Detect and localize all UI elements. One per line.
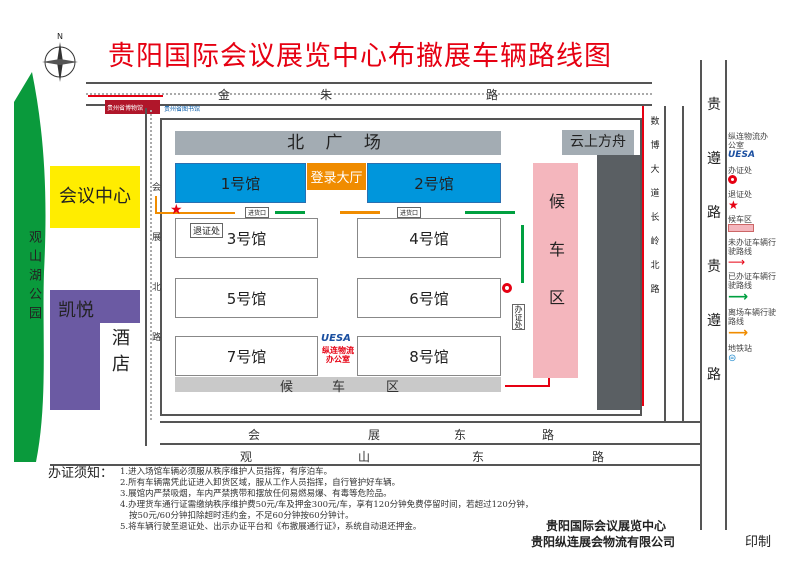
red-route-east [642, 106, 644, 406]
notes-heading: 办证须知： [48, 466, 114, 481]
cert-office-label: 办证处 [512, 304, 525, 330]
road-huizhan-north-label: 会 [152, 183, 162, 193]
road-edge [664, 106, 666, 426]
hall-8: 8号馆 [357, 336, 501, 376]
footer-org1: 贵阳国际会议展览中心 [546, 519, 667, 533]
hall-6: 6号馆 [357, 278, 501, 318]
green-route [521, 225, 524, 283]
red-ring-icon [728, 175, 737, 184]
map-title: 贵阳国际会议展览中心布撤展车辆路线图 [108, 41, 612, 72]
north-square: 北 广 场 [175, 131, 501, 155]
hall-1: 1号馆 [175, 163, 306, 203]
red-route [505, 385, 550, 387]
lake-shape [14, 72, 46, 462]
hall-4: 4号馆 [357, 218, 501, 258]
waiting-area-right: 候车区 [533, 163, 578, 378]
orange-route [155, 196, 157, 213]
registration-hall: 登录大厅 [307, 163, 366, 190]
cargo-entry-2: 进货口 [397, 207, 422, 218]
notes-list: 1.进入场馆车辆必须服从秩序维护人员指挥，有序泊车。2.所有车辆需凭此证进入卸货… [120, 467, 534, 532]
road-edge [700, 60, 702, 530]
road-edge [725, 60, 727, 530]
yunshang-ark: 云上方舟 [562, 130, 634, 155]
road-huizhan-east [160, 421, 700, 445]
orange-route [155, 212, 235, 214]
return-office-label: 退证处 [190, 223, 224, 238]
hyatt-hotel: 凯悦 酒 店 [50, 290, 140, 410]
road-guizun: 贵遵路贵遵路 [707, 97, 721, 383]
uesa-office: 纵连物流办公室 [322, 346, 354, 364]
road-east-inner: 数博大道长岭北路 [650, 117, 660, 295]
road-guanshan-east [50, 446, 700, 466]
library-logo: 贵州省图书馆 [164, 106, 201, 113]
footer-print: 印制 [745, 535, 772, 550]
cert-office-ring-icon [502, 283, 512, 293]
green-route [275, 211, 305, 214]
compass-icon: N [38, 32, 82, 84]
road-huizhan-north-label: 路 [152, 333, 162, 343]
waiting-area-bottom [175, 377, 501, 392]
uesa-logo: UESA [321, 333, 351, 344]
legend: 纵连物流办公室 UESA 办证处 退证处 ★ 候车区 未办证车辆行驶路线 ⟶ 已… [728, 132, 790, 364]
red-arrow-icon: ⟶ [728, 255, 746, 269]
return-office-star-icon: ★ [170, 202, 183, 218]
yunshang-building [597, 155, 640, 410]
cargo-entry-1: 进货口 [245, 207, 270, 218]
hall-2: 2号馆 [367, 163, 501, 203]
orange-route [340, 211, 380, 214]
uesa-logo-icon: UESA [728, 150, 755, 160]
green-arrow-icon: ⟶ [728, 289, 749, 305]
red-route [548, 370, 550, 386]
green-route [465, 211, 515, 214]
road-huizhan-north-label: 展 [152, 233, 162, 243]
red-route-arrow [88, 95, 163, 97]
hall-7: 7号馆 [175, 336, 318, 376]
road-edge [682, 106, 684, 426]
lake-label: 观山湖公园 [26, 230, 41, 325]
gray-road-left [145, 108, 147, 458]
conference-center: 会议中心 [50, 166, 140, 228]
red-star-icon: ★ [728, 198, 739, 212]
footer-org2: 贵阳纵连展会物流有限公司 [531, 535, 676, 549]
pink-box-icon [728, 224, 754, 232]
road-huizhan-north-label: 北 [152, 283, 162, 293]
orange-arrow-icon: ⟶ [728, 325, 749, 341]
hall-5: 5号馆 [175, 278, 318, 318]
metro-icon: ⊜ [728, 353, 737, 364]
